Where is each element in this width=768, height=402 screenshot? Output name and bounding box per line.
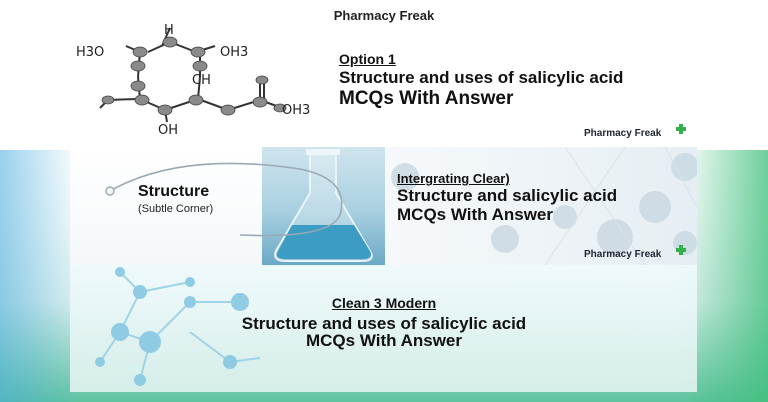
green-cross-icon (676, 245, 686, 255)
panel2-title-line2: MCQs With Answer (397, 205, 554, 224)
molecule-label-oh: OH (158, 123, 178, 138)
structure-subtitle: (Subtle Corner) (138, 203, 214, 215)
option1-title-line1: Structure and uses of salicylic acid (339, 68, 624, 87)
panel3-title-line1: Structure and uses of salicylic acid (241, 314, 527, 333)
panel3-tag: Clean 3 Modern (331, 295, 437, 311)
chat-bubbles-decoration (391, 146, 699, 266)
option1-title-line2: MCQs With Answer (339, 88, 514, 109)
logo-text: Pharmacy Freak (584, 249, 662, 260)
green-cross-icon (676, 124, 686, 134)
panel-clean-modern (70, 265, 697, 392)
molecule-label-ch: CH (192, 73, 211, 88)
molecule-label-h: H (164, 23, 174, 38)
option1-tag: Option 1 (339, 51, 396, 67)
curved-line-decoration (105, 162, 343, 237)
molecule-label-oh3: OH3 (220, 45, 248, 60)
logo-text: Pharmacy Freak (584, 128, 662, 139)
left-blue-fade (0, 150, 80, 402)
panel2-bubbles-background (385, 146, 699, 266)
molecule-network-decoration (95, 267, 261, 386)
molecule-label-h3o: H3O (76, 45, 104, 60)
pharmacy-freak-logo-middle: Pharmacy Freak (584, 245, 686, 260)
panel3-title-line2: MCQs With Answer (305, 331, 462, 350)
brand-header: Pharmacy Freak (333, 8, 435, 23)
structure-title: Structure (138, 183, 210, 200)
panel2-tag: Intergrating Clear) (397, 171, 510, 186)
pharmacy-freak-logo-top: Pharmacy Freak (584, 124, 686, 139)
molecule-label-oh3-ester: OH3 (282, 103, 310, 118)
panel2-title-line1: Structure and salicylic acid (397, 186, 618, 205)
molecule-structure-diagram: H H3O OH3 CH OH OH3 (76, 23, 310, 138)
